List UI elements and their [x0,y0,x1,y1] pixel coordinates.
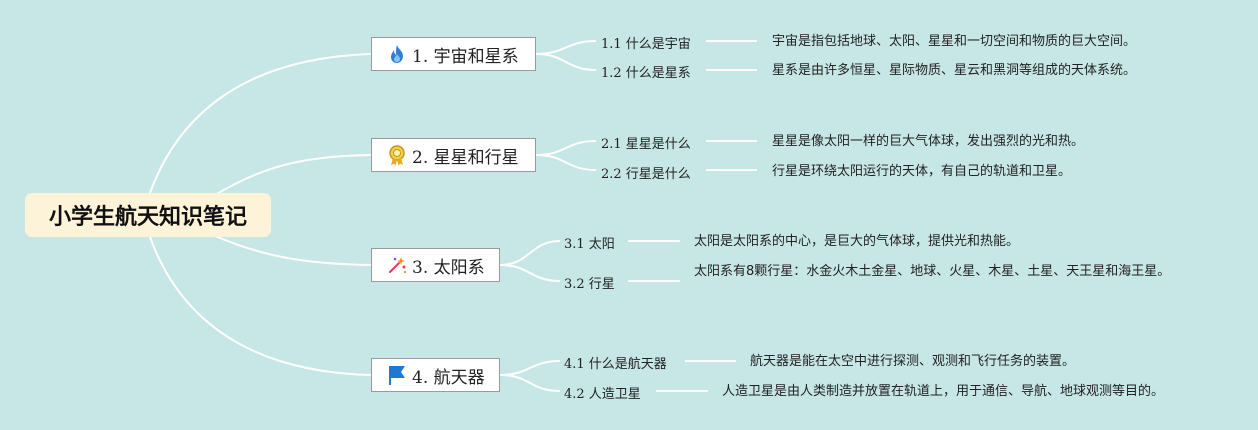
link-root-topic-4 [149,236,372,376]
topic-label: 2. 星星和行星 [412,147,519,168]
subtopic-1-2-desc: 星系是由许多恒星、星际物质、星云和黑洞等组成的天体系统。 [772,63,1137,78]
subtopic-2-1-desc: 星星是像太阳一样的巨大气体球，发出强烈的光和热。 [772,134,1085,149]
subtopic-4-1-desc: 航天器是能在太空中进行探测、观测和飞行任务的装置。 [750,354,1076,369]
subtopic-3-2-desc: 太阳系有8颗行星：水金火木土金星、地球、火星、木星、土星、天王星和海王星。 [694,264,1171,279]
subtopic-4-2[interactable]: 4.2 人造卫星 [564,387,641,402]
topic-label: 3. 太阳系 [412,257,485,278]
link-topic-2-sub-1 [535,140,597,156]
root-topic[interactable]: 小学生航天知识笔记 [25,193,271,237]
link-root-topic-1 [149,53,372,194]
flag-icon [386,364,408,386]
flame-icon [386,43,408,65]
topic-solar-system[interactable]: 3. 太阳系 [371,248,500,282]
subtopic-3-1-desc: 太阳是太阳系的中心，是巨大的气体球，提供光和热能。 [694,234,1020,249]
topic-stars-planets[interactable]: 2. 星星和行星 [371,138,536,172]
sparkle-icon [386,254,408,276]
subtopic-1-2[interactable]: 1.2 什么是星系 [601,66,691,81]
link-topic-3-sub-2 [499,264,561,282]
subtopic-2-2[interactable]: 2.2 行星是什么 [601,167,691,182]
medal-icon [386,144,408,166]
subtopic-2-2-desc: 行星是环绕太阳运行的天体，有自己的轨道和卫星。 [772,164,1072,179]
root-topic-label: 小学生航天知识笔记 [48,205,247,230]
subtopic-4-2-desc: 人造卫星是由人类制造并放置在轨道上，用于通信、导航、地球观测等目的。 [722,384,1165,399]
subtopic-1-1-desc: 宇宙是指包括地球、太阳、星星和一切空间和物质的巨大空间。 [772,34,1137,49]
topic-spacecraft[interactable]: 4. 航天器 [371,358,500,392]
subtopic-1-1[interactable]: 1.1 什么是宇宙 [601,37,691,52]
topic-label: 1. 宇宙和星系 [412,46,519,67]
link-topic-1-sub-2 [535,53,597,71]
link-topic-4-sub-1 [499,360,561,376]
subtopic-3-2[interactable]: 3.2 行星 [564,277,615,292]
link-topic-4-sub-2 [499,374,561,392]
link-topic-1-sub-1 [535,40,597,55]
subtopic-3-1[interactable]: 3.1 太阳 [564,237,615,252]
subtopic-4-1[interactable]: 4.1 什么是航天器 [564,357,667,372]
link-topic-3-sub-1 [499,240,561,266]
link-root-topic-3 [214,235,372,266]
link-topic-2-sub-2 [535,154,597,171]
topic-universe-galaxy[interactable]: 1. 宇宙和星系 [371,37,536,71]
subtopic-2-1[interactable]: 2.1 星星是什么 [601,137,691,152]
topic-label: 4. 航天器 [412,367,485,388]
link-root-topic-2 [214,154,372,196]
